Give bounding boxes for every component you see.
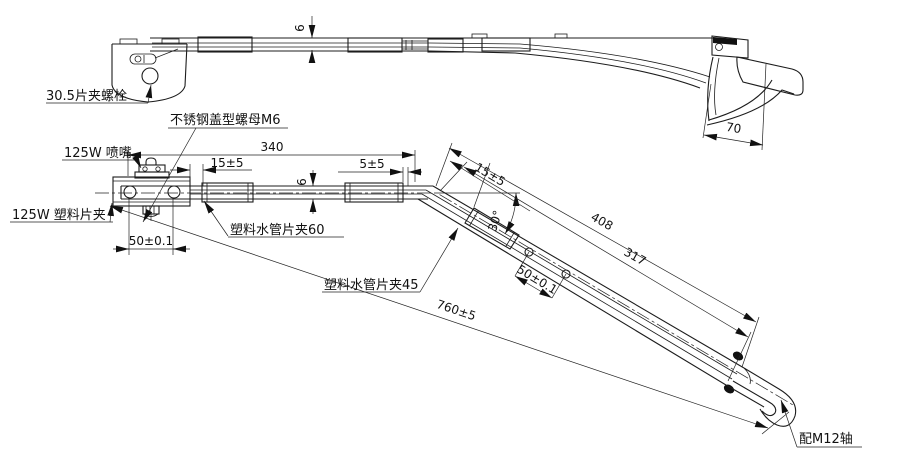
dim-6-top-text: 6 bbox=[293, 24, 307, 32]
plan-view: 340 15±5 5±5 50±0.1 6 bbox=[10, 113, 862, 448]
dim-760-text: 760±5 bbox=[435, 297, 478, 323]
rivet-hole bbox=[123, 185, 137, 199]
label-pipe-clamp-45: 塑料水管片夹45 bbox=[322, 227, 459, 293]
dim-6-mid-text: 6 bbox=[295, 178, 309, 186]
label-pipe-clamp-60: 塑料水管片夹60 bbox=[203, 200, 344, 238]
dim-340-text: 340 bbox=[261, 140, 284, 154]
dim-760: 760±5 bbox=[109, 205, 790, 435]
pivot-hole bbox=[715, 43, 723, 51]
dim-317-text: 317 bbox=[622, 245, 649, 268]
dim-15-angled-text: 15±5 bbox=[472, 160, 507, 189]
dim-5: 5±5 bbox=[338, 157, 422, 186]
pipe-clamp-45-label: 塑料水管片夹45 bbox=[324, 278, 419, 293]
dim-317: 317 bbox=[439, 161, 752, 382]
clip-block bbox=[197, 36, 253, 53]
dim-15-straight: 15±5 bbox=[170, 156, 252, 186]
arm-straight bbox=[121, 182, 433, 203]
blade-bolt-label: 30.5片夹螺栓 bbox=[46, 89, 127, 104]
label-plastic-clamp: 125W 塑料片夹 bbox=[10, 202, 114, 223]
dim-15-straight-text: 15±5 bbox=[211, 156, 244, 170]
dim-50-straight-text: 50±0.1 bbox=[129, 234, 173, 248]
blade-clamp-head bbox=[111, 38, 188, 103]
pipe-clip-60 bbox=[344, 182, 404, 203]
cap-nut-dome bbox=[145, 157, 157, 165]
plastic-clamp-label: 125W 塑料片夹 bbox=[12, 208, 106, 223]
cap-nut-label: 不锈钢盖型螺母M6 bbox=[170, 113, 281, 128]
rivet-hole bbox=[167, 185, 181, 199]
washer-nozzle bbox=[134, 157, 170, 179]
mount-bracket bbox=[112, 176, 191, 207]
pipe-clamp-60-label: 塑料水管片夹60 bbox=[230, 223, 325, 238]
dim-5-text: 5±5 bbox=[359, 157, 384, 171]
dim-70: 70 bbox=[702, 63, 767, 151]
label-blade-bolt: 30.5片夹螺栓 bbox=[46, 84, 153, 104]
arm-strip-top bbox=[150, 33, 713, 89]
m12-shaft-label: 配M12轴 bbox=[799, 432, 853, 447]
nozzle-label: 125W 喷嘴 bbox=[64, 146, 132, 161]
clip-block bbox=[481, 37, 531, 52]
pipe-clip-60 bbox=[201, 182, 254, 203]
label-cap-nut: 不锈钢盖型螺母M6 bbox=[142, 113, 288, 223]
top-view: 6 70 30.5片夹螺栓 bbox=[46, 16, 804, 151]
dim-70-text: 70 bbox=[725, 120, 742, 136]
clip-block bbox=[347, 37, 403, 53]
dim-6-top: 6 bbox=[293, 16, 316, 63]
dim-30deg-text: 30° bbox=[485, 209, 505, 233]
pivot-head bbox=[706, 35, 804, 126]
clip-block bbox=[427, 38, 464, 53]
dim-340: 340 bbox=[127, 140, 416, 182]
blade-clamp-bolt-hole bbox=[141, 67, 159, 85]
arm-angled bbox=[417, 185, 745, 386]
label-m12-shaft: 配M12轴 bbox=[780, 399, 862, 448]
label-nozzle: 125W 喷嘴 bbox=[62, 146, 142, 169]
dim-6-mid: 6 bbox=[295, 170, 317, 214]
